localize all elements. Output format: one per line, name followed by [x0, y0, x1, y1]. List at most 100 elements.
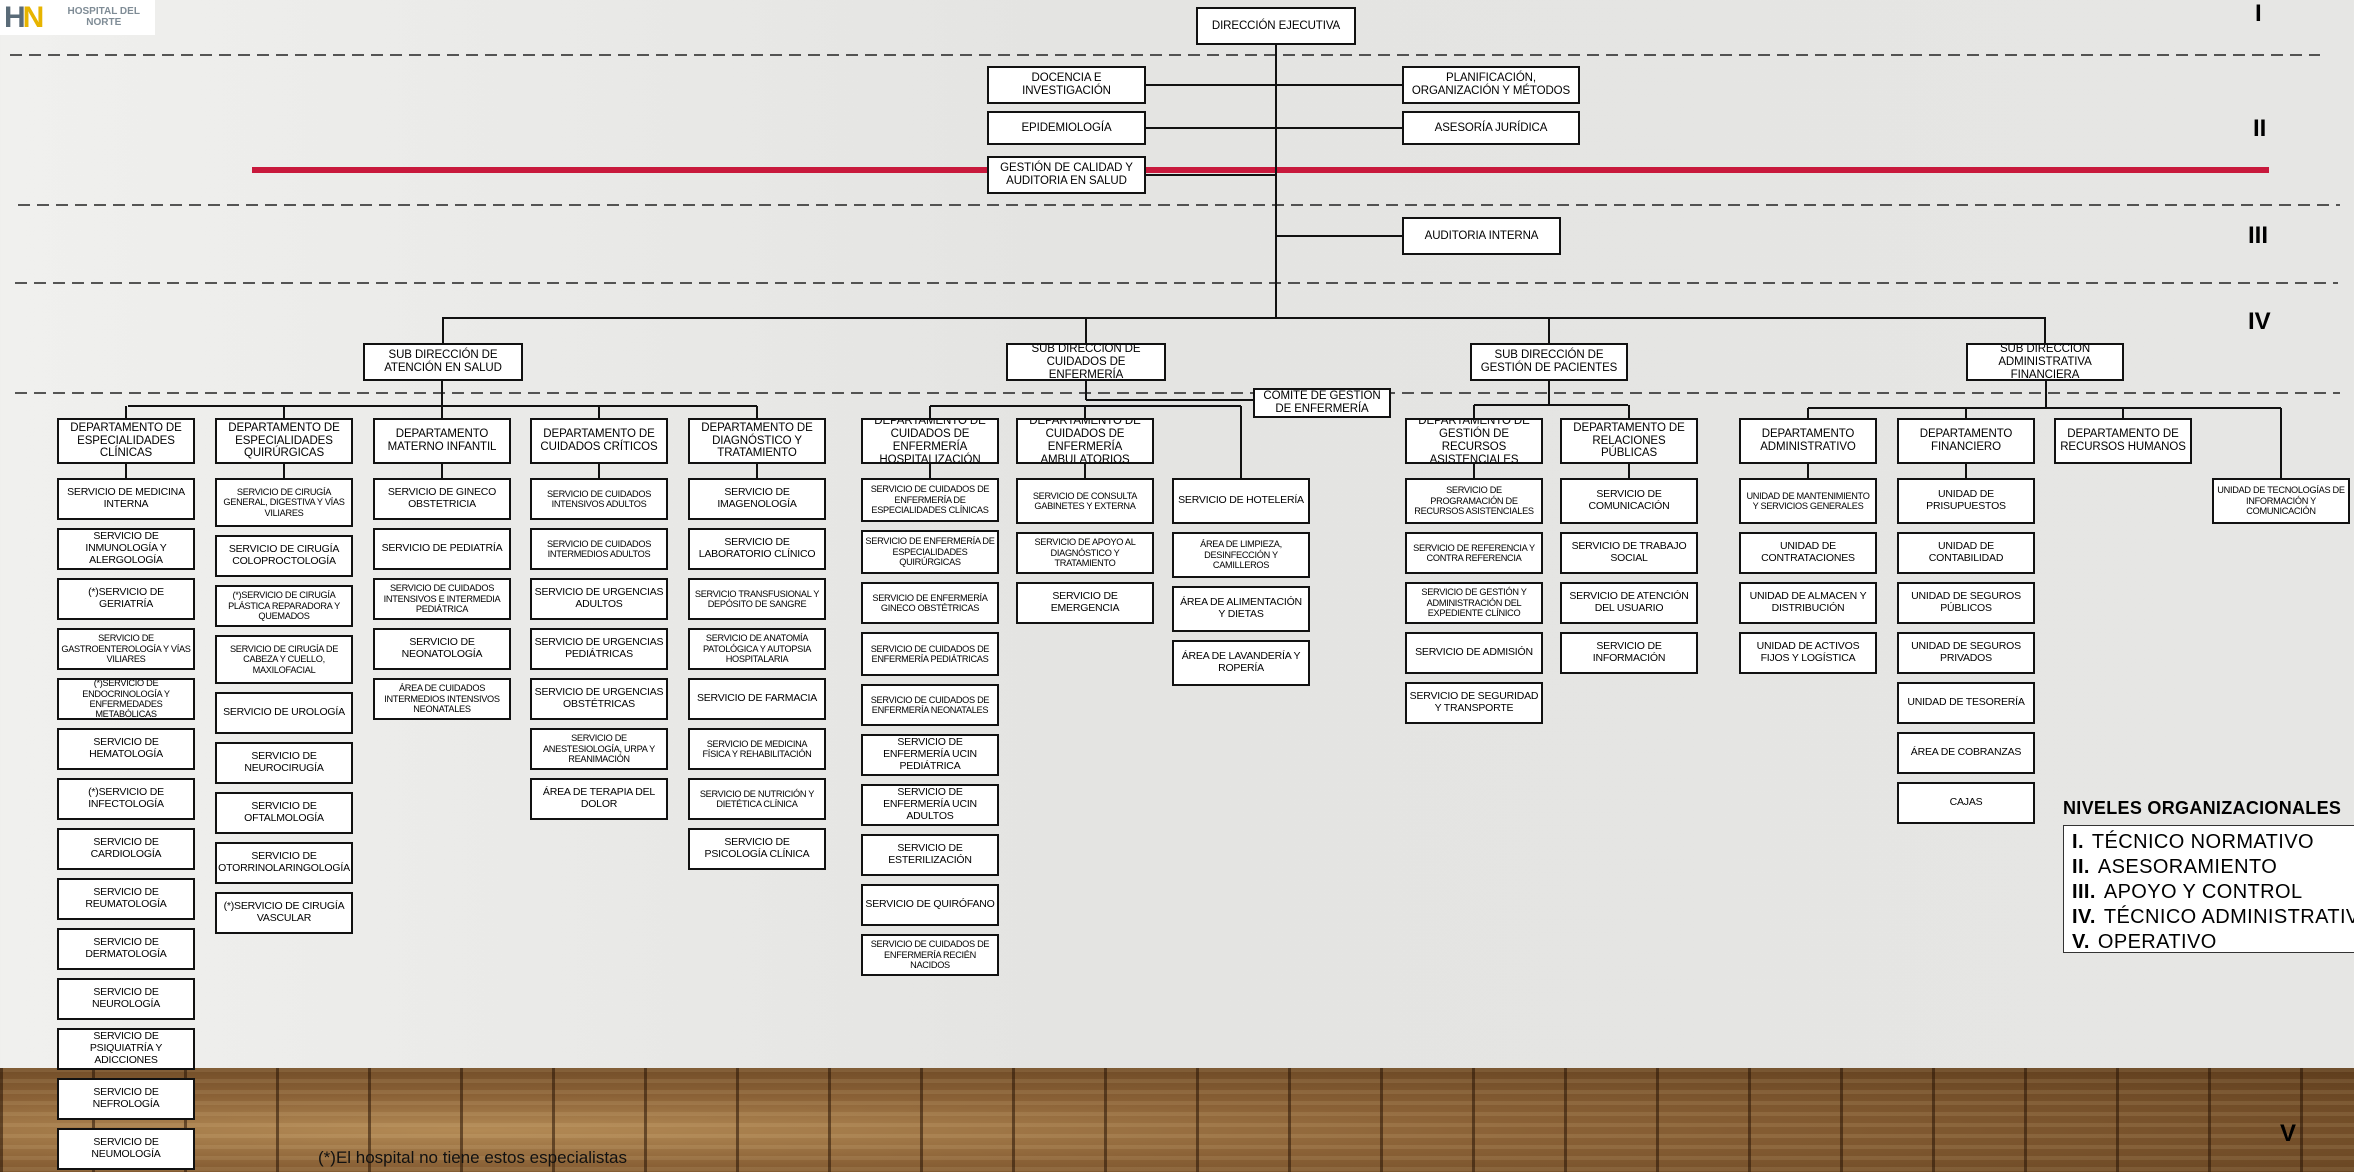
level-label-iii: III	[2248, 222, 2269, 249]
box-service-item: UNIDAD DE SEGUROS PÚBLICOS	[1897, 582, 2035, 624]
level-label-i: I	[2255, 0, 2262, 27]
box-service-item: SERVICIO DE IMAGENOLOGÍA	[688, 478, 826, 520]
box-service-item: SERVICIO DE INMUNOLOGÍA Y ALERGOLOGÍA	[57, 528, 195, 570]
box-service-item: SERVICIO DE APOYO AL DIAGNÓSTICO Y TRATA…	[1016, 532, 1154, 574]
box-service-item: UNIDAD DE ACTIVOS FIJOS Y LOGÍSTICA	[1739, 632, 1877, 674]
logo-text: HOSPITAL DEL NORTE	[67, 6, 140, 28]
box-service-item: SERVICIO DE GASTROENTEROLOGÍA Y VÍAS VIL…	[57, 628, 195, 670]
box-service-item: (*)SERVICIO DE INFECTOLOGÍA	[57, 778, 195, 820]
box-service-item: UNIDAD DE TESORERÍA	[1897, 682, 2035, 724]
box-department-head: DEPARTAMENTO DE ESPECIALIDADES CLÍNICAS	[57, 418, 195, 464]
box-service-item: SERVICIO DE ENFERMERÍA GINECO OBSTÉTRICA…	[861, 582, 999, 624]
box-service-item: SERVICIO DE ENFERMERÍA UCIN ADULTOS	[861, 784, 999, 826]
box-service-item: UNIDAD DE CONTRATACIONES	[1739, 532, 1877, 574]
box-service-item: SERVICIO DE URGENCIAS OBSTÉTRICAS	[530, 678, 668, 720]
box-service-item: SERVICIO DE COMUNICACIÓN	[1560, 478, 1698, 524]
box-service-item: CAJAS	[1897, 782, 2035, 824]
box-service-item: SERVICIO DE HOTELERÍA	[1172, 478, 1310, 524]
box-service-item: SERVICIO DE MEDICINA INTERNA	[57, 478, 195, 520]
box-service-item: UNIDAD DE PRISUPUESTOS	[1897, 478, 2035, 524]
box-service-item: SERVICIO DE URGENCIAS ADULTOS	[530, 578, 668, 620]
legend-item: IV.TÉCNICO ADMINISTRATIVO	[2072, 906, 2354, 928]
box-service-item: SERVICIO DE NEUROCIRUGÍA	[215, 742, 353, 784]
box-department-head: DEPARTAMENTO DE CUIDADOS DE ENFERMERÍA A…	[1016, 418, 1154, 464]
box-service-item: SERVICIO DE CUIDADOS INTENSIVOS ADULTOS	[530, 478, 668, 520]
box-epidemiologia: EPIDEMIOLOGÍA	[987, 111, 1146, 145]
box-service-item: SERVICIO DE EMERGENCIA	[1016, 582, 1154, 624]
box-service-item: SERVICIO DE HEMATOLOGÍA	[57, 728, 195, 770]
box-service-item: SERVICIO DE CARDIOLOGÍA	[57, 828, 195, 870]
level-label-ii: II	[2253, 115, 2267, 142]
legend-title: NIVELES ORGANIZACIONALES	[2063, 798, 2342, 818]
box-service-item: UNIDAD DE MANTENIMIENTO Y SERVICIOS GENE…	[1739, 478, 1877, 524]
box-service-item: SERVICIO DE NEUMOLOGÍA	[57, 1128, 195, 1170]
box-service-item: (*)SERVICIO DE CIRUGÍA PLÁSTICA REPARADO…	[215, 585, 353, 627]
box-department-head: DEPARTAMENTO DE GESTIÓN DE RECURSOS ASIS…	[1405, 418, 1543, 464]
box-service-item: SERVICIO DE NUTRICIÓN Y DIETÉTICA CLÍNIC…	[688, 778, 826, 820]
box-service-item: UNIDAD DE ALMACEN Y DISTRIBUCIÓN	[1739, 582, 1877, 624]
box-service-item: SERVICIO DE OFTALMOLOGÍA	[215, 792, 353, 834]
box-service-item: SERVICIO DE NEFROLOGÍA	[57, 1078, 195, 1120]
box-service-item: SERVICIO DE CONSULTA GABINETES Y EXTERNA	[1016, 478, 1154, 524]
box-service-item: ÁREA DE COBRANZAS	[1897, 732, 2035, 774]
box-service-item: SERVICIO DE PSIQUIATRÍA Y ADICCIONES	[57, 1028, 195, 1070]
box-docencia: DOCENCIA E INVESTIGACIÓN	[987, 66, 1146, 104]
legend-item: I.TÉCNICO NORMATIVO	[2072, 831, 2314, 853]
legend-item: III.APOYO Y CONTROL	[2072, 881, 2303, 903]
box-direccion-ejecutiva: DIRECCIÓN EJECUTIVA	[1196, 7, 1356, 45]
box-service-item: SERVICIO DE NEUROLOGÍA	[57, 978, 195, 1020]
box-department-head: DEPARTAMENTO MATERNO INFANTIL	[373, 418, 511, 464]
box-service-item: SERVICIO TRANSFUSIONAL Y DEPÓSITO DE SAN…	[688, 578, 826, 620]
box-service-item: SERVICIO DE PSICOLOGÍA CLÍNICA	[688, 828, 826, 870]
box-service-item: SERVICIO DE REUMATOLOGÍA	[57, 878, 195, 920]
box-service-item: ÁREA DE TERAPIA DEL DOLOR	[530, 778, 668, 820]
box-service-item: SERVICIO DE REFERENCIA Y CONTRA REFERENC…	[1405, 532, 1543, 574]
box-planificacion: PLANIFICACIÓN, ORGANIZACIÓN Y MÉTODOS	[1402, 66, 1580, 104]
box-service-item: UNIDAD DE TECNOLOGÍAS DE INFORMACIÓN Y C…	[2212, 478, 2350, 524]
box-service-item: (*)SERVICIO DE CIRUGÍA VASCULAR	[215, 892, 353, 934]
box-department-head: DEPARTAMENTO DE ESPECIALIDADES QUIRÚRGIC…	[215, 418, 353, 464]
legend-box: I.TÉCNICO NORMATIVO II.ASESORAMIENTO III…	[2063, 825, 2354, 953]
box-department-head: DEPARTAMENTO ADMINISTRATIVO	[1739, 418, 1877, 464]
box-department-head: DEPARTAMENTO DE CUIDADOS CRÍTICOS	[530, 418, 668, 464]
box-service-item: ÁREA DE LIMPIEZA, DESINFECCIÓN Y CAMILLE…	[1172, 532, 1310, 578]
box-service-item: SERVICIO DE CUIDADOS DE ENFERMERÍA DE ES…	[861, 478, 999, 522]
legend-item: V.OPERATIVO	[2072, 931, 2217, 953]
box-service-item: SERVICIO DE PEDIATRÍA	[373, 528, 511, 570]
box-service-item: SERVICIO DE PROGRAMACIÓN DE RECURSOS ASI…	[1405, 478, 1543, 524]
box-service-item: SERVICIO DE CIRUGÍA COLOPROCTOLOGÍA	[215, 535, 353, 577]
box-service-item: SERVICIO DE ADMISIÓN	[1405, 632, 1543, 674]
box-auditoria-interna: AUDITORIA INTERNA	[1402, 217, 1561, 255]
box-service-item: SERVICIO DE CIRUGÍA DE CABEZA Y CUELLO, …	[215, 635, 353, 684]
box-department-head: DEPARTAMENTO DE RELACIONES PÚBLICAS	[1560, 418, 1698, 464]
box-subdireccion-3: SUB DIRECCIÓN DE GESTIÓN DE PACIENTES	[1470, 343, 1628, 381]
legend-item: II.ASESORAMIENTO	[2072, 856, 2278, 878]
box-service-item: ÁREA DE CUIDADOS INTERMEDIOS INTENSIVOS …	[373, 678, 511, 720]
box-subdireccion-1: SUB DIRECCIÓN DE ATENCIÓN EN SALUD	[363, 343, 523, 381]
box-asesoria: ASESORÍA JURÍDICA	[1402, 111, 1580, 145]
box-department-head: DEPARTAMENTO DE CUIDADOS DE ENFERMERÍA H…	[861, 418, 999, 464]
box-service-item: ÁREA DE ALIMENTACIÓN Y DIETAS	[1172, 586, 1310, 632]
box-service-item: SERVICIO DE CUIDADOS DE ENFERMERÍA NEONA…	[861, 684, 999, 726]
box-service-item: SERVICIO DE TRABAJO SOCIAL	[1560, 532, 1698, 574]
box-service-item: SERVICIO DE CUIDADOS INTENSIVOS E INTERM…	[373, 578, 511, 620]
box-service-item: UNIDAD DE SEGUROS PRIVADOS	[1897, 632, 2035, 674]
box-subdireccion-4: SUB DIRECCIÓN ADMINISTRATIVA FINANCIERA	[1966, 343, 2124, 381]
box-service-item: SERVICIO DE UROLOGÍA	[215, 692, 353, 734]
box-service-item: SERVICIO DE DERMATOLOGÍA	[57, 928, 195, 970]
box-service-item: SERVICIO DE ATENCIÓN DEL USUARIO	[1560, 582, 1698, 624]
box-service-item: (*)SERVICIO DE ENDOCRINOLOGÍA Y ENFERMED…	[57, 678, 195, 720]
box-department-head: DEPARTAMENTO DE DIAGNÓSTICO Y TRATAMIENT…	[688, 418, 826, 464]
level-label-iv: IV	[2248, 308, 2271, 335]
box-department-head: DEPARTAMENTO DE RECURSOS HUMANOS	[2054, 418, 2192, 464]
box-service-item: SERVICIO DE GINECO OBSTETRICIA	[373, 478, 511, 520]
box-service-item: SERVICIO DE SEGURIDAD Y TRANSPORTE	[1405, 682, 1543, 724]
box-service-item: SERVICIO DE ESTERILIZACIÓN	[861, 834, 999, 876]
box-service-item: SERVICIO DE FARMACIA	[688, 678, 826, 720]
box-comite-enfermeria: COMITÉ DE GESTIÓN DE ENFERMERÍA	[1253, 388, 1391, 418]
box-gestion-calidad: GESTIÓN DE CALIDAD Y AUDITORIA EN SALUD	[987, 156, 1146, 194]
wood-floor-background	[0, 1068, 2354, 1172]
hospital-logo: HN HOSPITAL DEL NORTE	[0, 0, 155, 35]
box-service-item: SERVICIO DE NEONATOLOGÍA	[373, 628, 511, 670]
